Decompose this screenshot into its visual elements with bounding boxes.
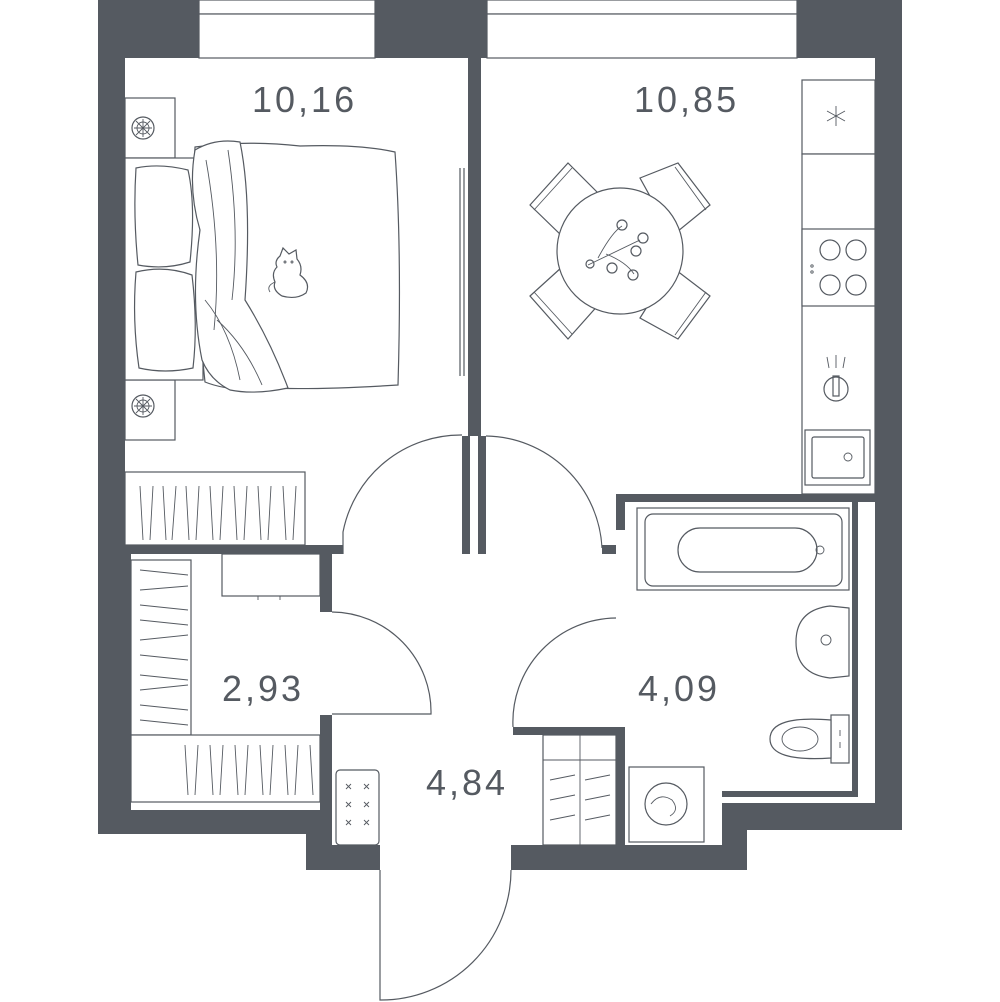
fridge-icon: [801, 79, 876, 155]
door-bedroom: [342, 434, 463, 554]
window-kitchen: [486, 0, 798, 59]
wardrobe-icon: [124, 471, 306, 546]
kitchen-sink-icon: [804, 429, 871, 486]
window-bedroom: [198, 0, 376, 59]
door-wardrobe: [331, 611, 432, 715]
bathtub-icon: [636, 507, 850, 591]
interior-walls: [125, 58, 876, 847]
cat-icon: [268, 246, 309, 299]
door-bathroom: [512, 617, 617, 728]
dining-table-icon: [529, 162, 711, 340]
shoe-cabinet-icon: [335, 769, 380, 846]
room-area-bedroom: 10,16: [252, 79, 358, 120]
room-area-hallway: 4,84: [426, 762, 509, 803]
door-entrance: [379, 869, 512, 1001]
bathroom-shelf: [542, 734, 617, 846]
nightstand-bottom: [124, 379, 176, 441]
toilet-icon: [769, 714, 850, 764]
door-kitchen: [485, 435, 603, 549]
wardrobe-shelf-bottom: [130, 734, 321, 803]
room-area-wardrobe: 2,93: [222, 668, 305, 709]
exterior-walls: [98, 0, 902, 870]
bed-icon: [124, 140, 401, 393]
wardrobe-shelf: [130, 559, 192, 736]
cooktop-icon: [801, 228, 876, 307]
flowers-icon: [585, 219, 649, 281]
wardrobe-rail: [221, 553, 321, 600]
nightstand-lamp-icon: [134, 119, 152, 137]
bedroom-mirror: [459, 168, 465, 376]
washing-machine-icon: [628, 766, 705, 843]
nightstand-lamp-icon: [134, 397, 152, 415]
faucet-icon: [823, 355, 849, 402]
washbasin-icon: [795, 605, 850, 679]
nightstand-top: [124, 97, 176, 159]
room-area-kitchen: 10,85: [634, 79, 740, 120]
room-area-bathroom: 4,09: [638, 668, 721, 709]
